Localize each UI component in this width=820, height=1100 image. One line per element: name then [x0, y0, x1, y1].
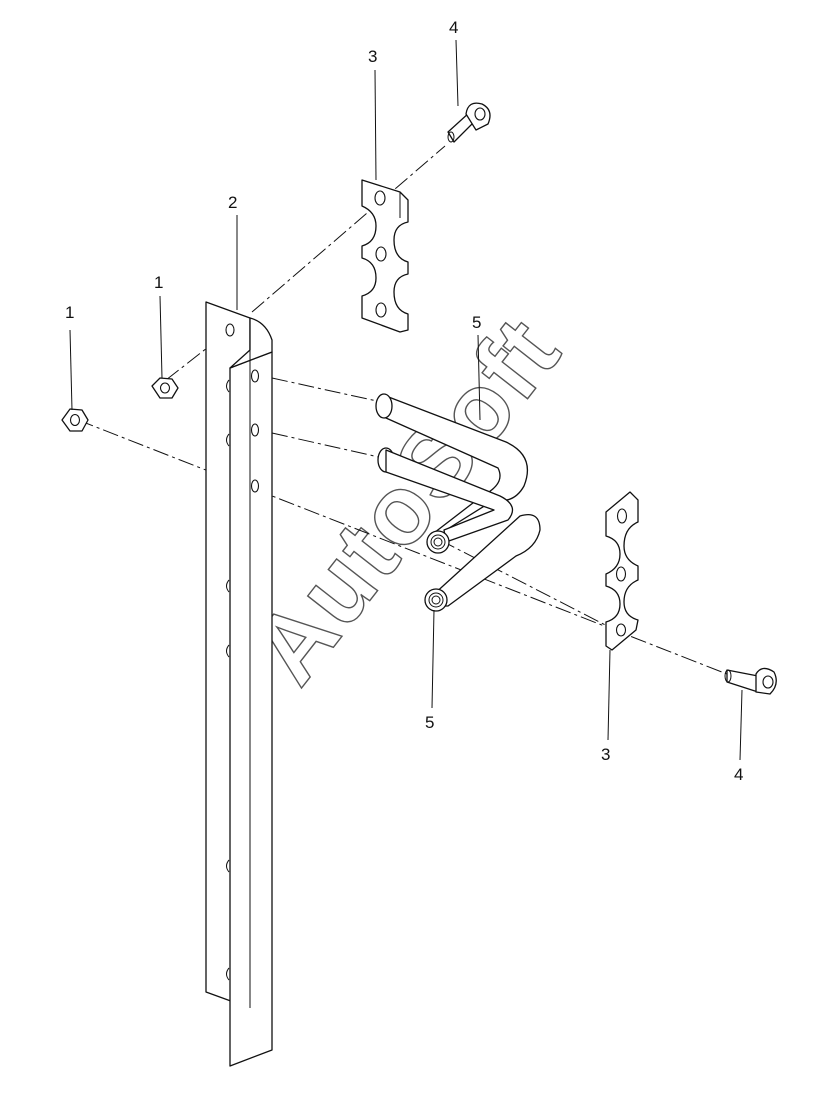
hex-nut-left [61, 408, 89, 432]
leader-lines [69, 39, 743, 761]
bracket-rail [205, 301, 273, 1067]
callout-tube-upper: 5 [472, 313, 481, 332]
pipe-clamp-upper [361, 179, 409, 333]
hex-nut-upper [151, 377, 179, 399]
u-tube-lower [424, 513, 541, 612]
socket-screw-lower [724, 667, 777, 695]
pipe-clamp-lower [605, 491, 639, 651]
callout-screw-lower: 4 [734, 765, 743, 784]
callout-nut-upper: 1 [154, 273, 163, 292]
u-tube-upper [375, 393, 529, 554]
callout-screw-upper: 4 [449, 18, 458, 37]
socket-screw-upper [447, 102, 491, 143]
callout-bracket-rail: 2 [228, 193, 237, 212]
callout-clamp-upper: 3 [368, 47, 377, 66]
callout-tube-lower: 5 [425, 713, 434, 732]
callout-clamp-lower: 3 [601, 745, 610, 764]
callout-nut-left: 1 [65, 303, 74, 322]
